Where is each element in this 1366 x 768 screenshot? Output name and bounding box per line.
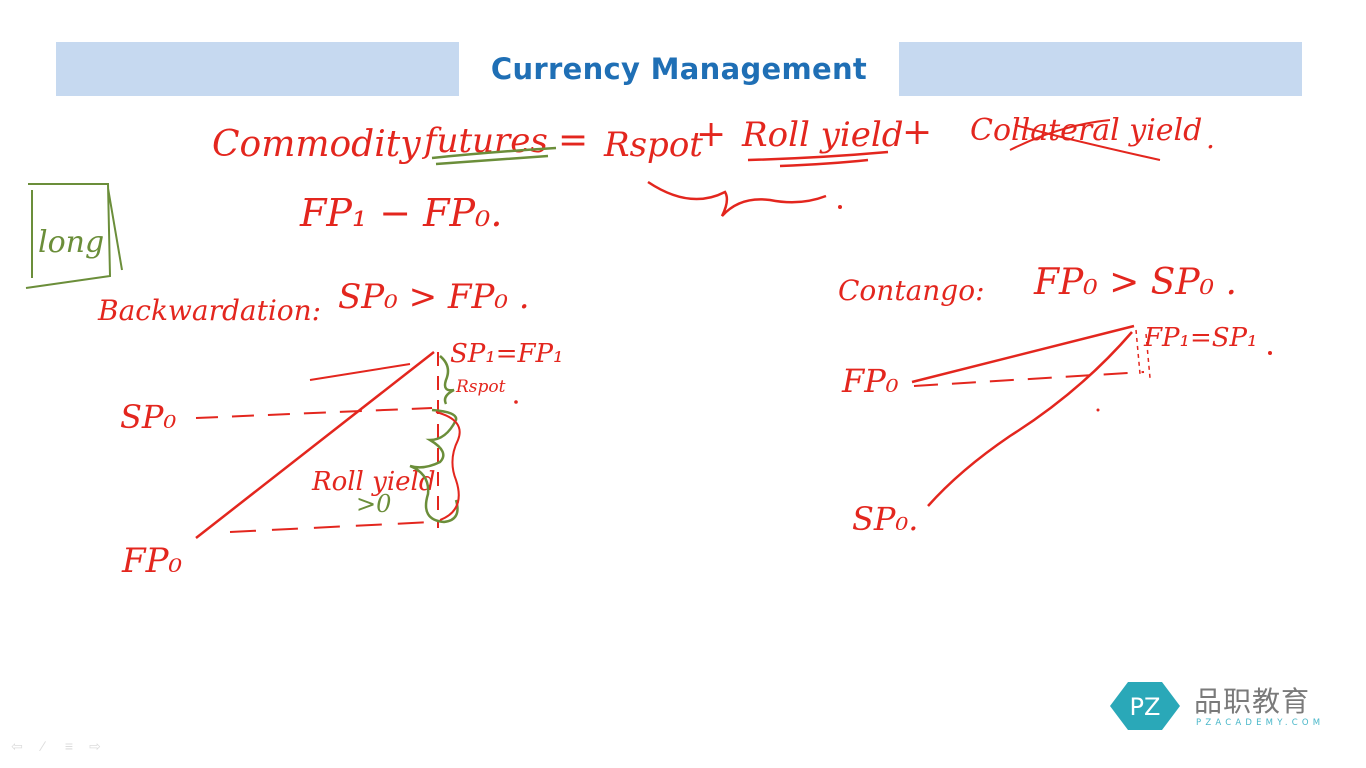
slide-menu-icon[interactable]: ≡ (64, 738, 74, 754)
title-band-right (899, 42, 1302, 96)
ink-dot (1268, 351, 1272, 355)
title-band-left (56, 42, 459, 96)
logo-en-name: PZACADEMY.COM (1196, 718, 1325, 728)
backwardation-roll-yield: Roll yield (311, 467, 435, 497)
sp0-dashed-line (195, 407, 433, 419)
collateral-strikethrough (1009, 119, 1161, 161)
backwardation-sp1-fp1: SP₁=FP₁ (450, 339, 563, 369)
sp0-to-sp1-line (927, 331, 1133, 507)
slide-nav-bar: ⇦ ∕ ≡ ⇨ (8, 738, 104, 756)
contango-condition: FP₀ > SP₀ . (1033, 262, 1237, 303)
roll-yield-underline (747, 150, 889, 168)
formula-plus-1: + (696, 114, 726, 155)
long-box (25, 183, 123, 289)
formula-plus-2: + (902, 112, 932, 153)
roll-yield-brace (409, 408, 459, 524)
next-slide-icon[interactable]: ⇨ (89, 738, 101, 754)
fp0-dashed-line (229, 521, 433, 533)
ink-dot (838, 205, 842, 209)
sp0-upper-stroke (309, 363, 411, 381)
pen-tool-icon[interactable]: ∕ (41, 738, 45, 754)
ink-dot (1096, 408, 1100, 412)
formula-futures: futures (421, 121, 548, 161)
fp0-to-sp1-line (195, 351, 435, 539)
logo-cn-name: 品职教育 (1194, 685, 1311, 718)
backwardation-condition: SP₀ > FP₀ . (338, 277, 530, 317)
fp-difference: FP₁ − FP₀. (299, 191, 502, 235)
fp0-to-fp1-line (911, 324, 1135, 384)
rspot-brace (439, 355, 455, 405)
contango-fp1-sp1: FP₁=SP₁ (1143, 323, 1257, 353)
backwardation-rspot: Rspot (455, 377, 506, 397)
logo-monogram: PZ (1130, 693, 1161, 721)
pz-academy-logo: PZ 品职教育 PZACADEMY.COM (1108, 678, 1338, 734)
backwardation-sp0: SP₀ (120, 398, 176, 436)
backwardation-fp0: FP₀ (121, 541, 182, 581)
formula-commodity: Commodity (212, 124, 421, 165)
previous-slide-icon[interactable]: ⇦ (11, 738, 23, 754)
contango-fp0: FP₀ (841, 362, 899, 400)
fp0-dashed-line-contango (913, 371, 1145, 387)
contango-label: Contango: (838, 274, 985, 307)
formula-rspot: Rspot (603, 125, 703, 165)
slide-title: Currency Management (490, 52, 868, 86)
long-label: long (38, 225, 104, 260)
futures-underline (431, 146, 557, 166)
backwardation-gt-zero: >0 (356, 490, 391, 518)
formula-equals: = (558, 120, 588, 161)
pz-hexagon-icon: PZ (1110, 682, 1180, 730)
contango-sp0: SP₀. (852, 500, 918, 538)
brace-under-formula (647, 180, 827, 217)
roll-yield-brace-red (435, 411, 461, 521)
backwardation-label: Backwardation: (97, 294, 321, 327)
formula-roll-yield: Roll yield (741, 115, 903, 155)
ink-dot (514, 400, 518, 404)
formula-dot: . (1206, 122, 1215, 155)
